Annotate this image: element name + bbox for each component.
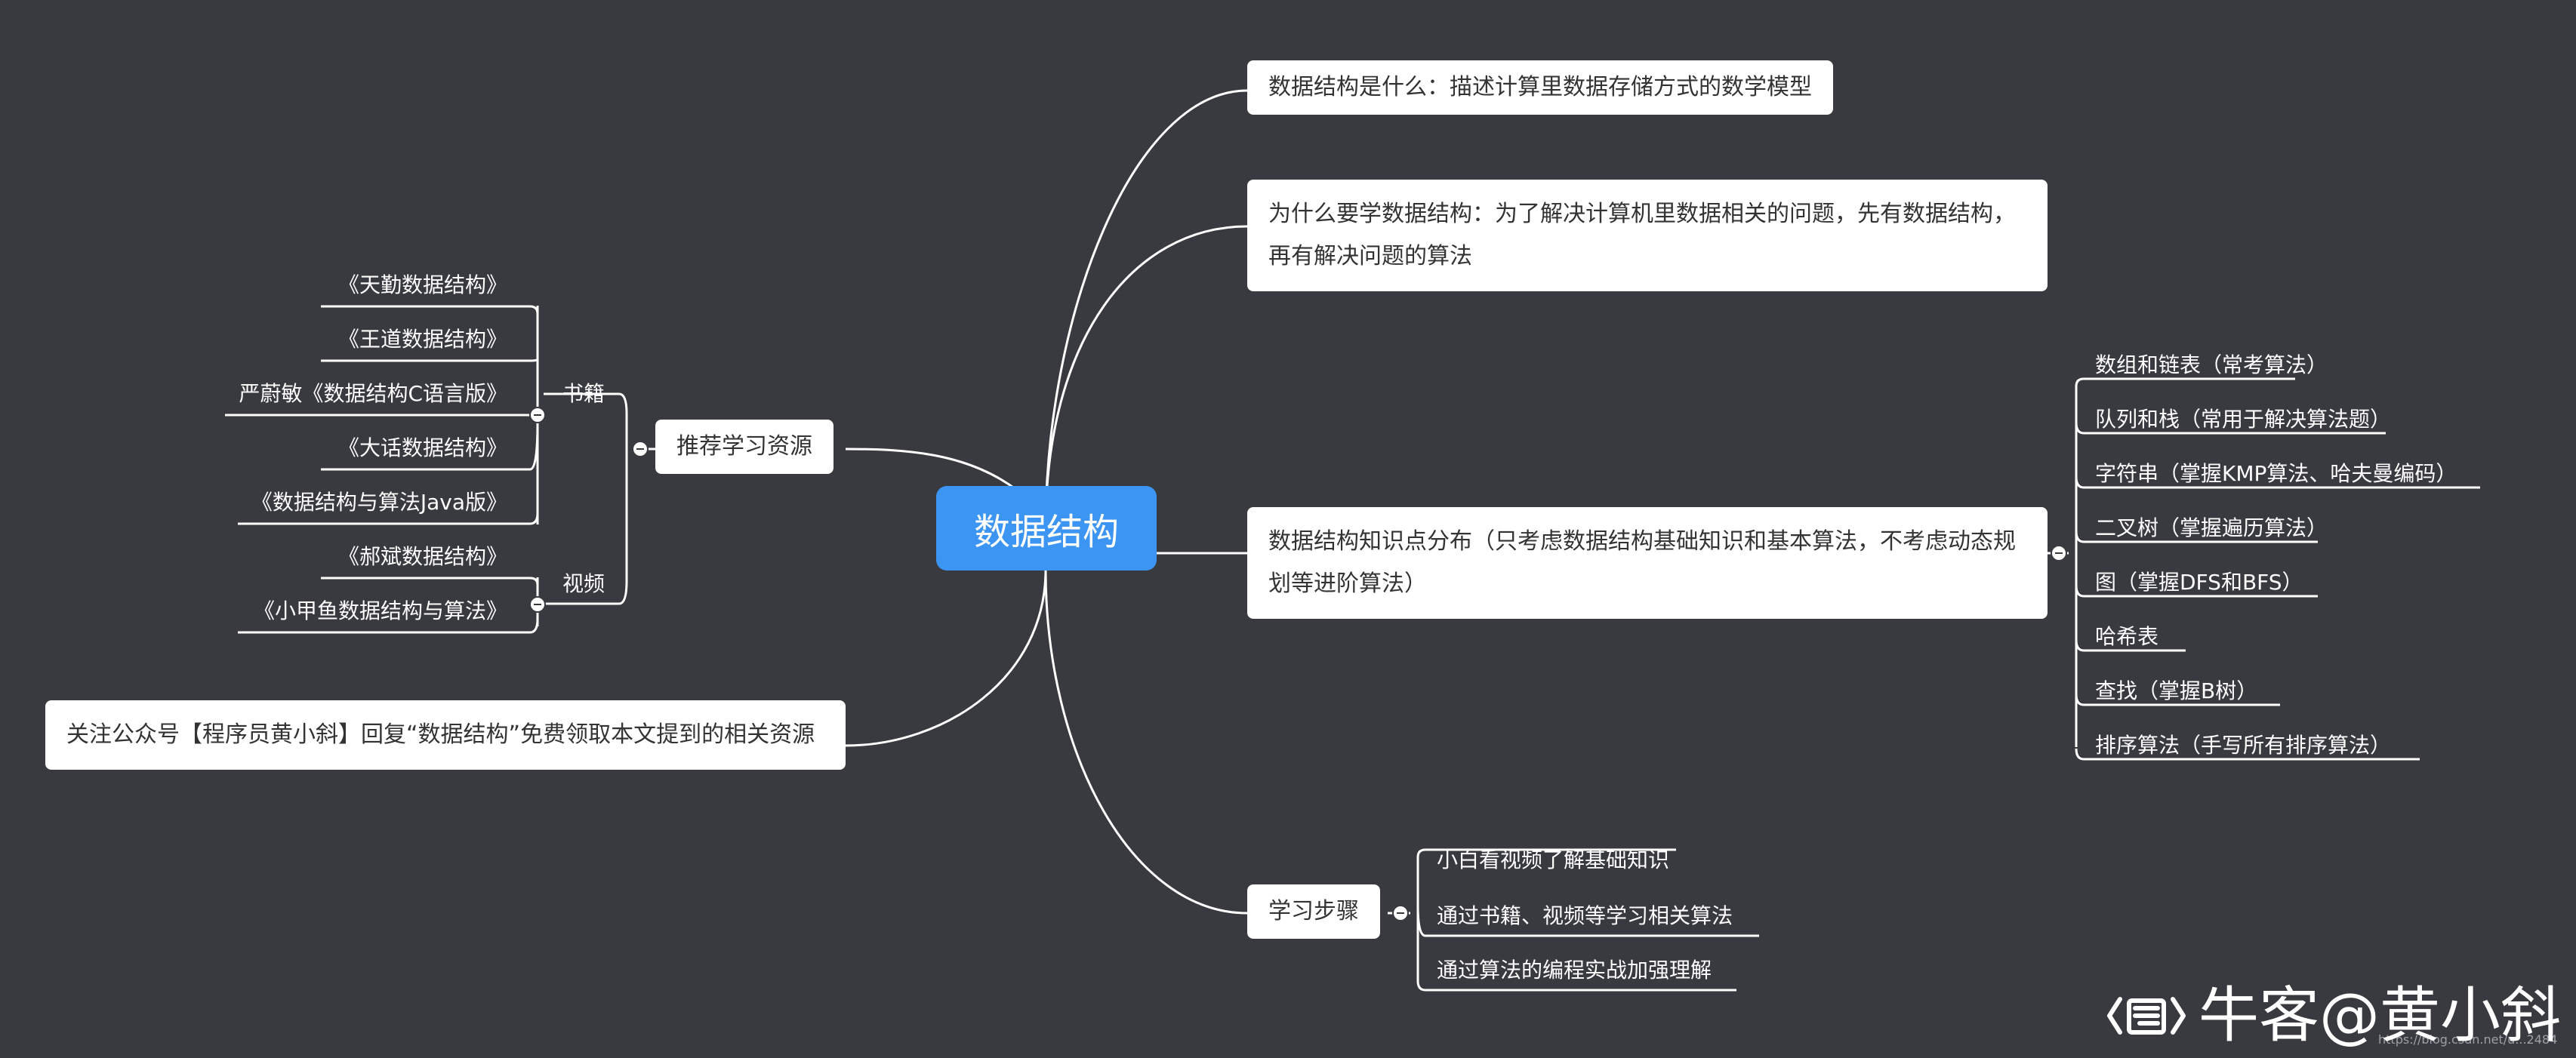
- book-item-label: 《天勤数据结构》: [337, 272, 507, 297]
- book-item-label: 《数据结构与算法Java版》: [251, 490, 507, 515]
- book-item[interactable]: 《数据结构与算法Java版》: [251, 487, 507, 518]
- collapse-books-icon[interactable]: [529, 407, 546, 423]
- video-item-label: 《郝斌数据结构》: [337, 544, 507, 569]
- distribution-label: 数据结构知识点分布（只考虑数据结构基础知识和基本算法，不考虑动态规划等进阶算法）: [1268, 528, 2016, 597]
- videos-group[interactable]: 视频: [562, 569, 605, 599]
- url-watermark: https://blog.csdn.net/u...2484: [2378, 1032, 2558, 1047]
- distribution-node[interactable]: 数据结构知识点分布（只考虑数据结构基础知识和基本算法，不考虑动态规划等进阶算法）: [1247, 507, 2048, 619]
- distribution-item[interactable]: 查找（掌握B树）: [2095, 676, 2257, 706]
- collapse-steps-icon[interactable]: [1392, 905, 1409, 921]
- distribution-item-label: 队列和栈（常用于解决算法题）: [2095, 407, 2392, 432]
- distribution-item-label: 字符串（掌握KMP算法、哈夫曼编码）: [2095, 461, 2457, 486]
- books-group[interactable]: 书籍: [562, 379, 605, 409]
- resources-node[interactable]: 推荐学习资源: [655, 420, 834, 474]
- book-item[interactable]: 严蔚敏《数据结构C语言版》: [239, 379, 507, 409]
- distribution-item-label: 哈希表: [2095, 624, 2159, 649]
- edge-follow: [845, 569, 1047, 747]
- root-node[interactable]: 数据结构: [936, 486, 1157, 571]
- resources-label: 推荐学习资源: [676, 433, 812, 460]
- collapse-resources-icon[interactable]: [632, 441, 649, 457]
- follow-label: 关注公众号【程序员黄小斜】回复“数据结构”免费领取本文提到的相关资源: [66, 721, 815, 748]
- steps-item-label: 通过书籍、视频等学习相关算法: [1437, 903, 1733, 928]
- steps-item[interactable]: 通过书籍、视频等学习相关算法: [1437, 901, 1733, 931]
- distribution-item[interactable]: 图（掌握DFS和BFS）: [2095, 567, 2303, 598]
- book-item[interactable]: 《大话数据结构》: [338, 433, 507, 463]
- nowcoder-logo-icon: [2107, 997, 2186, 1035]
- why-node[interactable]: 为什么要学数据结构：为了解决计算机里数据相关的问题，先有数据结构，再有解决问题的…: [1247, 180, 2048, 291]
- distribution-item[interactable]: 字符串（掌握KMP算法、哈夫曼编码）: [2095, 459, 2457, 489]
- steps-label: 学习步骤: [1268, 898, 1359, 924]
- video-item[interactable]: 《小甲鱼数据结构与算法》: [254, 596, 507, 626]
- distribution-item-label: 图（掌握DFS和BFS）: [2095, 570, 2303, 595]
- distribution-item[interactable]: 队列和栈（常用于解决算法题）: [2095, 404, 2391, 435]
- steps-item-label: 通过算法的编程实战加强理解: [1437, 958, 1712, 983]
- watermark: 牛客@黄小斜: [2105, 978, 2561, 1053]
- distribution-item-label: 排序算法（手写所有排序算法）: [2095, 733, 2392, 758]
- books-label: 书籍: [562, 381, 605, 406]
- edge-definition: [1044, 89, 1248, 529]
- why-label: 为什么要学数据结构：为了解决计算机里数据相关的问题，先有数据结构，再有解决问题的…: [1268, 201, 2016, 269]
- root-label: 数据结构: [973, 511, 1119, 553]
- steps-item[interactable]: 通过算法的编程实战加强理解: [1437, 955, 1712, 986]
- edge-steps: [1044, 569, 1248, 915]
- book-item-label: 《王道数据结构》: [337, 327, 507, 352]
- steps-node[interactable]: 学习步骤: [1247, 884, 1380, 939]
- distribution-item[interactable]: 哈希表: [2095, 622, 2158, 652]
- steps-item[interactable]: 小白看视频了解基础知识: [1437, 845, 1669, 875]
- edge-resources: [845, 447, 1016, 491]
- distribution-item[interactable]: 数组和链表（常考算法）: [2095, 350, 2328, 380]
- videos-label: 视频: [562, 571, 605, 596]
- definition-node[interactable]: 数据结构是什么：描述计算里数据存储方式的数学模型: [1247, 60, 1833, 115]
- distribution-item-label: 数组和链表（常考算法）: [2095, 352, 2328, 377]
- edge-why: [1044, 225, 1248, 529]
- distribution-item[interactable]: 二叉树（掌握遍历算法）: [2095, 513, 2328, 543]
- distribution-item-label: 二叉树（掌握遍历算法）: [2095, 515, 2328, 540]
- distribution-item[interactable]: 排序算法（手写所有排序算法）: [2095, 730, 2391, 761]
- definition-label: 数据结构是什么：描述计算里数据存储方式的数学模型: [1268, 74, 1812, 100]
- book-item-label: 严蔚敏《数据结构C语言版》: [239, 381, 507, 406]
- book-item[interactable]: 《王道数据结构》: [338, 324, 507, 355]
- video-item-label: 《小甲鱼数据结构与算法》: [253, 598, 507, 623]
- distribution-item-label: 查找（掌握B树）: [2095, 678, 2258, 703]
- steps-item-label: 小白看视频了解基础知识: [1437, 847, 1670, 872]
- video-item[interactable]: 《郝斌数据结构》: [338, 542, 507, 572]
- collapse-distribution-icon[interactable]: [2051, 545, 2067, 561]
- follow-node[interactable]: 关注公众号【程序员黄小斜】回复“数据结构”免费领取本文提到的相关资源: [45, 700, 846, 770]
- watermark-text: 牛客@黄小斜: [2199, 980, 2561, 1050]
- book-item[interactable]: 《天勤数据结构》: [338, 270, 507, 300]
- book-item-label: 《大话数据结构》: [337, 435, 507, 460]
- collapse-videos-icon[interactable]: [529, 596, 546, 613]
